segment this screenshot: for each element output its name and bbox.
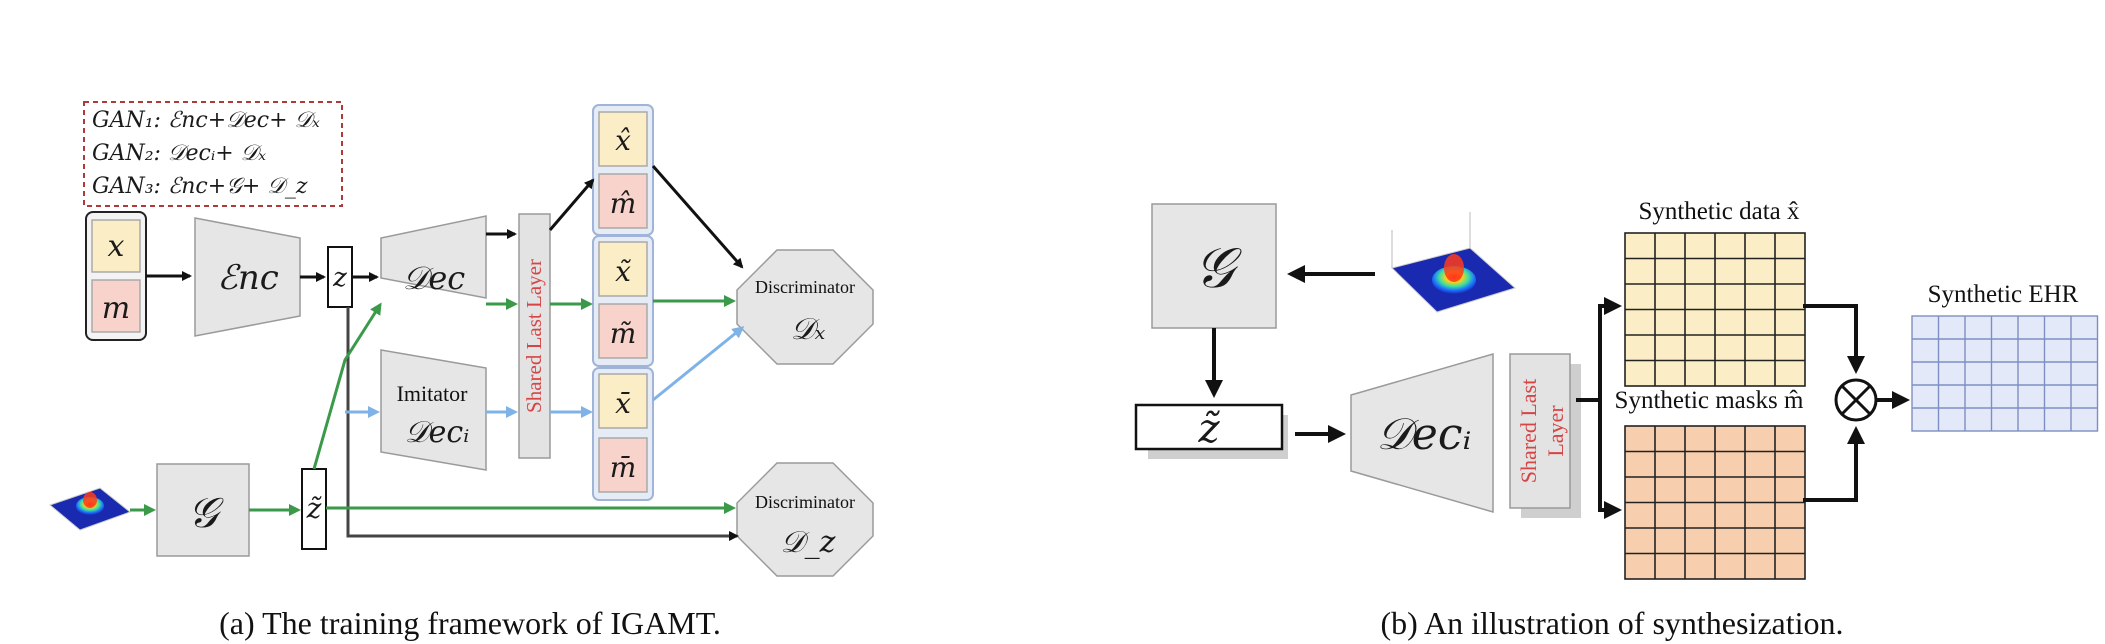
shared-last-layer xyxy=(518,213,551,459)
legend-gan1: GAN₁: ℰnc+𝒟ec+ 𝒟ₓ xyxy=(92,108,320,133)
b-shared-layer-line2: Layer xyxy=(1543,405,1568,457)
discriminator-z-label: Discriminator xyxy=(755,492,855,512)
synthetic-ehr-grid xyxy=(1911,315,2099,432)
panel-a-arrows xyxy=(130,165,745,541)
out-bar-m: m̄ xyxy=(610,451,637,484)
latent-tilde-z-label: z̃ xyxy=(306,492,323,525)
noise-distribution-icon xyxy=(48,487,132,531)
decoder-block xyxy=(380,215,487,299)
discriminator-z-block xyxy=(736,462,874,577)
gan-legend: GAN₁: ℰnc+𝒟ec+ 𝒟ₓ GAN₂: 𝒟ecᵢ+ 𝒟ₓ GAN₃: ℰ… xyxy=(83,101,343,207)
out-tilde-x: x̃ xyxy=(615,255,631,288)
multiply-operator-icon xyxy=(1834,378,1878,422)
legend-gan3: GAN₃: ℰnc+𝒢+ 𝒟_z xyxy=(92,174,308,199)
output-bar-group: x̄ m̄ xyxy=(592,367,654,501)
synthetic-data-label: Synthetic data x̂ xyxy=(1638,198,1800,225)
out-tilde-m: m̃ xyxy=(610,317,637,350)
legend-gan2: GAN₂: 𝒟ecᵢ+ 𝒟ₓ xyxy=(92,141,266,166)
input-block: x m xyxy=(85,211,147,341)
grid-background xyxy=(1911,315,2099,432)
panel-b: 𝒢 z̃ 𝒟ecᵢ Shared Last Layer xyxy=(1134,198,2099,641)
panel-a: GAN₁: ℰnc+𝒟ec+ 𝒟ₓ GAN₂: 𝒟ecᵢ+ 𝒟ₓ GAN₃: ℰ… xyxy=(48,101,874,641)
latent-z-label: z xyxy=(332,263,347,293)
b-generator-block xyxy=(1151,203,1277,329)
output-hat-group: x̂ m̂ xyxy=(592,104,654,236)
discriminator-x-block xyxy=(736,249,874,365)
panel-a-caption: (a) The training framework of IGAMT. xyxy=(219,605,721,641)
imitator-block xyxy=(380,349,487,471)
b-shared-layer-line1: Shared Last xyxy=(1516,379,1541,483)
synthetic-data-grid xyxy=(1624,232,1806,387)
b-branch-arrows xyxy=(1576,297,1622,519)
out-hat-x: x̂ xyxy=(615,124,631,157)
b-latent-tilde-z-box xyxy=(1134,403,1284,451)
out-bar-x: x̄ xyxy=(615,387,631,420)
out-hat-m: m̂ xyxy=(610,187,637,220)
b-decoder-label: 𝒟ecᵢ xyxy=(1377,409,1472,460)
encoder-block xyxy=(194,217,301,337)
discriminator-x-label: Discriminator xyxy=(755,277,855,297)
input-x-label: x xyxy=(108,229,125,264)
shared-last-layer-label: Shared Last Layer xyxy=(522,259,546,413)
imitator-dec-label: 𝒟ecᵢ xyxy=(405,415,470,450)
discriminator-z-symbol: 𝒟_z xyxy=(781,525,836,560)
synthetic-ehr-label: Synthetic EHR xyxy=(1928,281,2079,308)
discriminator-x-symbol: 𝒟ₓ xyxy=(791,312,826,347)
synthetic-masks-label: Synthetic masks m̂ xyxy=(1615,387,1804,414)
b-decoder-block xyxy=(1350,353,1494,513)
b-noise-distribution-icon xyxy=(1391,212,1516,313)
input-m-label: m xyxy=(102,291,130,326)
b-latent-tilde-z-label: z̃ xyxy=(1197,406,1220,452)
b-shared-last-layer xyxy=(1509,353,1571,509)
decoder-label: 𝒟ec xyxy=(403,259,465,297)
panel-b-caption: (b) An illustration of synthesization. xyxy=(1380,605,1843,641)
b-combine-arrows xyxy=(1803,304,1910,502)
output-tilde-group: x̃ m̃ xyxy=(592,235,654,367)
synthetic-masks-grid xyxy=(1624,425,1806,580)
imitator-label: Imitator xyxy=(397,381,469,406)
encoder-label: ℰnc xyxy=(217,258,279,298)
